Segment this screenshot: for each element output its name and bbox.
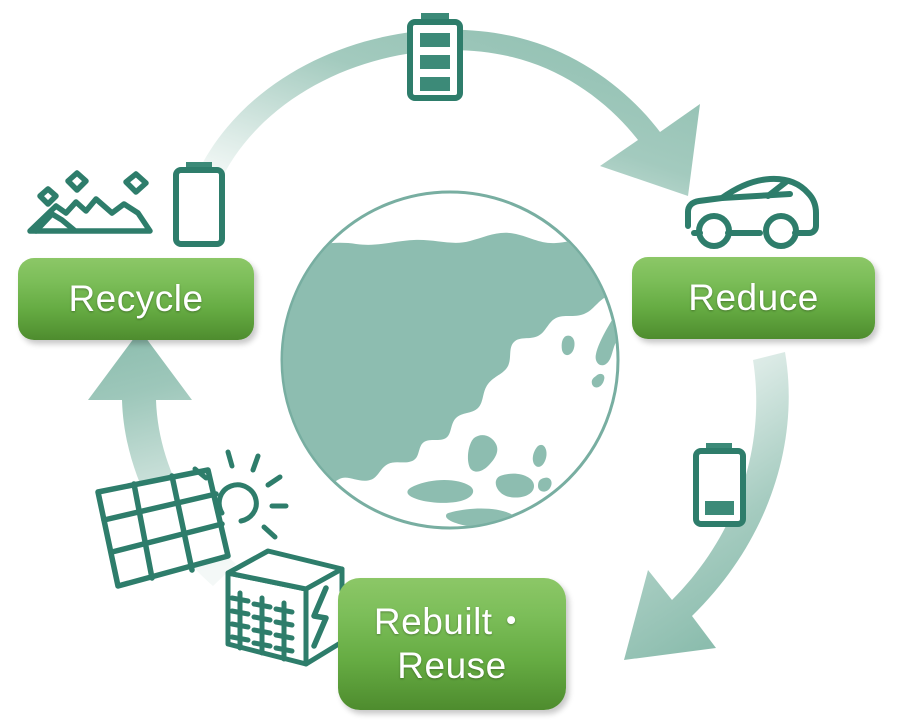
- car-icon: [685, 175, 819, 249]
- battery-empty-icon: [173, 162, 225, 247]
- sun-icon: [192, 449, 289, 540]
- scrap-material-heap-icon: [27, 170, 153, 234]
- battery-full-icon: [407, 13, 463, 101]
- node-recycle[interactable]: Recycle: [18, 258, 254, 340]
- arrow-left: [88, 330, 236, 586]
- node-reduce[interactable]: Reduce: [632, 257, 875, 339]
- node-rebuilt-reuse[interactable]: Rebuilt・ Reuse: [338, 578, 566, 710]
- battery-low-icon: [693, 443, 746, 527]
- solar-panel-icon: [95, 467, 231, 589]
- battery-storage-container-icon: [225, 548, 345, 667]
- arrow-right: [624, 352, 789, 660]
- arrow-top: [196, 29, 700, 196]
